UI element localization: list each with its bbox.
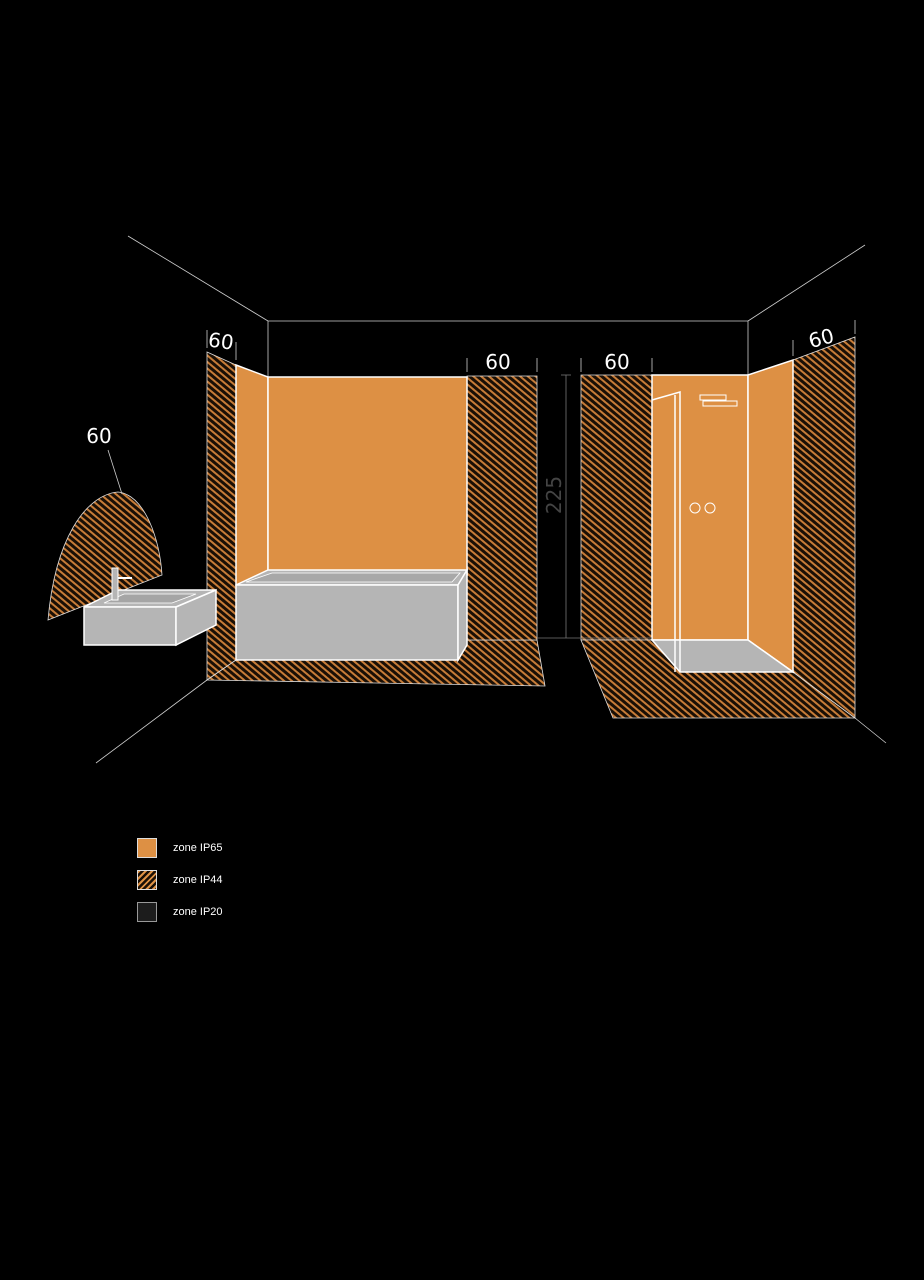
dim-label-shower-left: 60 [604, 350, 629, 374]
shower-controls [689, 394, 738, 514]
legend-label: zone IP20 [173, 906, 223, 918]
bathtub [235, 567, 469, 663]
legend-item-ip44: zone IP44 [137, 869, 223, 891]
height-label: 225 [542, 476, 566, 514]
legend-item-ip65: zone IP65 [137, 837, 223, 859]
legend-swatch-hatched [137, 870, 157, 890]
ip44-zone-sink [47, 491, 163, 621]
sink [83, 567, 217, 647]
ip44-zone-bath-right [466, 375, 538, 641]
legend-label: zone IP65 [173, 842, 223, 854]
room-outline [95, 235, 887, 764]
dim-label-left-wall: 60 [207, 327, 236, 354]
legend-swatch-dark [137, 902, 157, 922]
legend-item-ip20: zone IP20 [137, 901, 223, 923]
shower-tray [650, 639, 796, 673]
dim-label-sink: 60 [86, 424, 111, 448]
ip44-zone-left-wall [206, 351, 237, 681]
ip65-zone-bath-back [267, 376, 468, 576]
legend-swatch-solid [137, 838, 157, 858]
height-dimension [537, 374, 652, 639]
ip44-zone-shower-left [580, 374, 653, 641]
ip65-zone-bath-side [235, 363, 269, 587]
legend: zone IP65 zone IP44 zone IP20 [137, 837, 223, 933]
dim-label-bath-right: 60 [485, 350, 510, 374]
ip44-zone-shower-right [792, 336, 856, 719]
ip65-zone-shower-side [747, 358, 794, 674]
legend-label: zone IP44 [173, 874, 223, 886]
shower-door [651, 391, 681, 672]
